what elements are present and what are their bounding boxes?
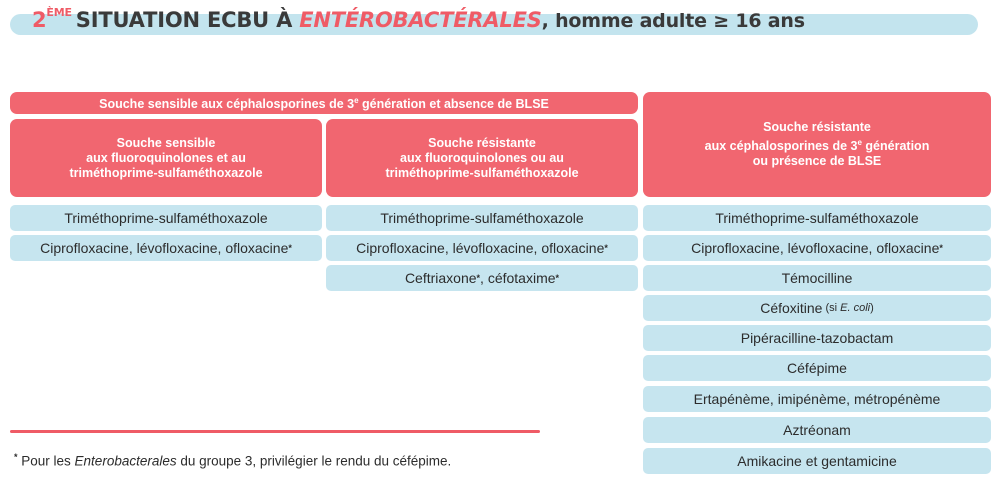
title-ordinal: 2ÈME	[32, 6, 76, 32]
col3-cell-temocilline: Témocilline	[643, 265, 991, 291]
col2-cell-fluoroquinolones: Ciprofloxacine, lévofloxacine, ofloxacin…	[326, 235, 638, 261]
header-col1-line1: Souche sensible	[116, 135, 216, 150]
header-col3-line2-sup: e	[857, 137, 862, 147]
footnote-mark: *	[14, 452, 18, 462]
header-col2-line1: Souche résistante	[428, 135, 536, 150]
note-open: (si	[825, 302, 841, 314]
header-col2-line3: triméthoprime-sulfaméthoxazole	[385, 165, 579, 180]
footnote-mark: *	[939, 243, 943, 253]
col3-cell-cefoxitine-text: Céfoxitine	[760, 300, 823, 316]
header-sensitive-c3g-text: Souche sensible aux céphalosporines de 3…	[99, 93, 549, 112]
col3-cell-carbapenems: Ertapénème, imipénème, métropénème	[643, 386, 991, 412]
col3-cell-piperacilline: Pipéracilline-tazobactam	[643, 325, 991, 351]
col2-cell-ceftriaxone: Ceftriaxone	[404, 270, 477, 286]
footnote: * Pour les Enterobacterales du groupe 3,…	[14, 452, 451, 469]
title-situation: SITUATION ECBU À	[75, 8, 300, 32]
col1-cell-tmp-smx-text: Triméthoprime-sulfaméthoxazole	[64, 210, 268, 226]
footnote-text-a: Pour les	[17, 453, 75, 469]
col3-cell-piperacilline-text: Pipéracilline-tazobactam	[740, 330, 894, 346]
header-span-text-a: Souche sensible aux céphalosporines de 3	[99, 97, 355, 112]
col3-cell-aztreonam-text: Aztréonam	[783, 422, 851, 438]
col3-cell-cefepime: Céfépime	[643, 355, 991, 381]
title-highlight: ENTÉROBACTÉRALES	[299, 8, 542, 32]
col1-cell-tmp-smx: Triméthoprime-sulfaméthoxazole	[10, 205, 322, 231]
header-col1-line2: aux fluoroquinolones et au	[86, 150, 246, 165]
header-col3-line2-a: aux céphalosporines de 3	[704, 139, 858, 154]
col3-cell-aminosides-text: Amikacine et gentamicine	[737, 453, 897, 469]
note-close: )	[870, 302, 874, 314]
footnote-text-b: du groupe 3, privilégier le rendu du céf…	[176, 453, 452, 469]
col3-cell-tmp-smx: Triméthoprime-sulfaméthoxazole	[643, 205, 991, 231]
col3-cell-aztreonam: Aztréonam	[643, 417, 991, 443]
col3-cell-cefepime-text: Céfépime	[787, 360, 847, 376]
header-span-sup: e	[354, 96, 359, 106]
col3-cell-cefoxitine-note: (si E. coli)	[825, 302, 873, 314]
col3-cell-fluoroquinolones: Ciprofloxacine, lévofloxacine, ofloxacin…	[643, 235, 991, 261]
header-col3-line1: Souche résistante	[763, 119, 871, 134]
footnote-italic: Enterobacterales	[74, 453, 177, 469]
footnote-divider	[10, 430, 540, 433]
title-band	[10, 14, 978, 35]
header-col2: Souche résistante aux fluoroquinolones o…	[326, 119, 638, 197]
col3-cell-aminosides: Amikacine et gentamicine	[643, 448, 991, 474]
footnote-mark: *	[288, 243, 292, 253]
col3-cell-fluoroquinolones-text: Ciprofloxacine, lévofloxacine, ofloxacin…	[691, 240, 940, 256]
note-species: E. coli	[840, 302, 871, 314]
header-col1: Souche sensible aux fluoroquinolones et …	[10, 119, 322, 197]
header-col3: Souche résistante aux céphalosporines de…	[643, 92, 991, 197]
title-ordinal-number: 2	[32, 8, 47, 32]
col2-cell-tmp-smx: Triméthoprime-sulfaméthoxazole	[326, 205, 638, 231]
col2-cell-c3g: Ceftriaxone*, céfotaxime*	[326, 265, 638, 291]
header-col3-line3: ou présence de BLSE	[752, 154, 882, 169]
header-col3-line2: aux céphalosporines de 3e génération	[705, 135, 930, 154]
footnote-mark: *	[476, 273, 481, 283]
col3-cell-tmp-smx-text: Triméthoprime-sulfaméthoxazole	[715, 210, 919, 226]
col1-cell-fluoroquinolones: Ciprofloxacine, lévofloxacine, ofloxacin…	[10, 235, 322, 261]
footnote-mark: *	[555, 273, 560, 283]
header-sensitive-c3g: Souche sensible aux céphalosporines de 3…	[10, 92, 638, 114]
col3-cell-cefoxitine: Céfoxitine(si E. coli)	[643, 295, 991, 321]
col3-cell-carbapenems-text: Ertapénème, imipénème, métropénème	[693, 391, 941, 407]
col2-cell-cefotaxime: , céfotaxime	[480, 270, 556, 286]
header-span-text-b: génération et absence de BLSE	[358, 97, 549, 112]
col2-cell-fluoroquinolones-text: Ciprofloxacine, lévofloxacine, ofloxacin…	[356, 240, 605, 256]
header-col3-line2-b: génération	[861, 139, 930, 154]
header-col2-line2: aux fluoroquinolones ou au	[400, 150, 564, 165]
col1-cell-fluoroquinolones-text: Ciprofloxacine, lévofloxacine, ofloxacin…	[40, 240, 289, 256]
col3-cell-temocilline-text: Témocilline	[781, 270, 853, 286]
header-col1-line3: triméthoprime-sulfaméthoxazole	[69, 165, 263, 180]
title-ordinal-sup: ÈME	[46, 6, 72, 19]
footnote-mark: *	[604, 243, 608, 253]
title-rest: , homme adulte ≥ 16 ans	[541, 10, 805, 32]
col2-cell-tmp-smx-text: Triméthoprime-sulfaméthoxazole	[380, 210, 584, 226]
